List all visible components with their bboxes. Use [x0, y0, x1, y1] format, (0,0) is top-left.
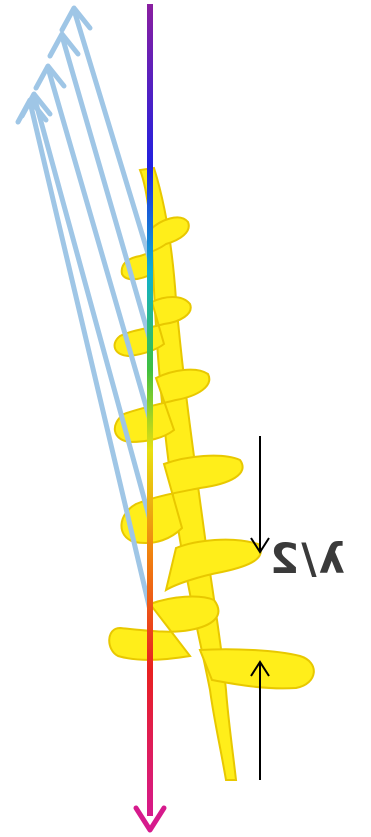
structure-ridge-3	[115, 370, 209, 442]
structure-ridge-5	[166, 540, 261, 590]
reflected-rays	[18, 8, 150, 610]
reflected-ray-2	[50, 34, 150, 340]
spectrum-arrow-shaft	[147, 4, 153, 816]
dimension-arrow-down	[251, 436, 269, 552]
reflected-ray-1	[62, 8, 150, 260]
dimension-marker	[251, 436, 269, 780]
wavelength-half-label: λ/2	[268, 538, 345, 580]
